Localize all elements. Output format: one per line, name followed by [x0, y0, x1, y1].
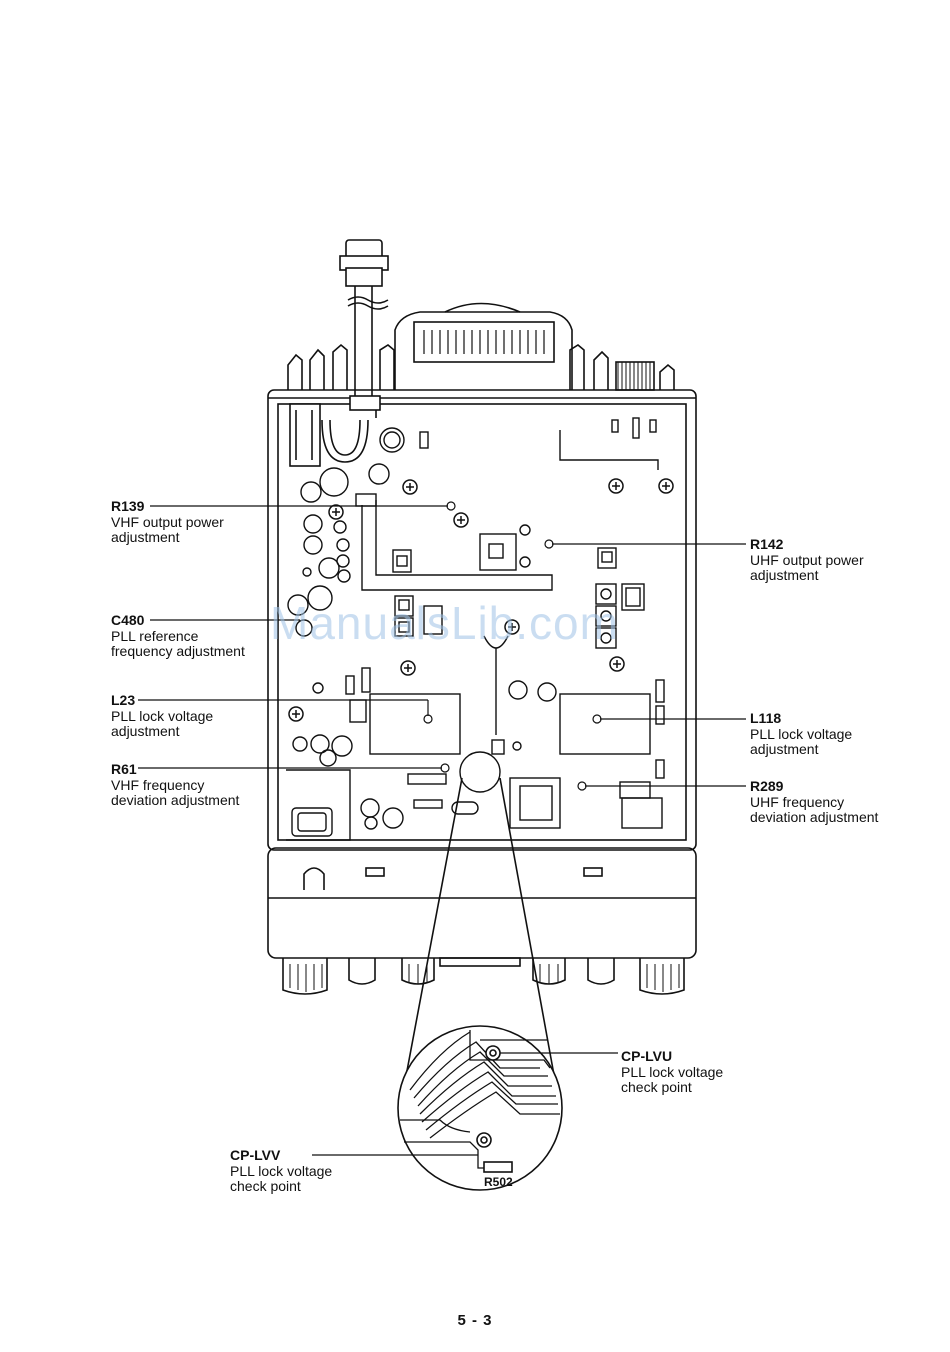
callout-r61: R61 VHF frequency deviation adjustment [111, 761, 240, 809]
callout-ref: C480 [111, 612, 145, 628]
knurled-knob [615, 361, 655, 391]
callout-ref: CP-LVU [621, 1048, 673, 1064]
callout-desc: PLL lock voltage [230, 1162, 333, 1179]
callout-desc: adjustment [111, 723, 180, 739]
callout-cp-lvu: CP-LVU PLL lock voltage check point [621, 1048, 724, 1096]
callout-l118: L118 PLL lock voltage adjustment [750, 710, 853, 758]
callout-c480: C480 PLL reference frequency adjustment [111, 612, 245, 660]
pcb-components [286, 417, 665, 841]
callout-desc: PLL lock voltage [750, 725, 853, 742]
callout-ref: R142 [750, 536, 784, 552]
callout-desc: PLL lock voltage [621, 1063, 724, 1080]
callout-desc: check point [230, 1178, 301, 1194]
callout-ref: L23 [111, 692, 136, 708]
callout-ref: R289 [750, 778, 784, 794]
callout-desc: UHF output power [750, 551, 864, 568]
front-panel [267, 847, 697, 995]
callout-ref: L118 [750, 710, 782, 726]
callout-desc: adjustment [750, 741, 819, 757]
callout-desc: PLL reference [111, 627, 199, 644]
callout-desc: deviation adjustment [750, 809, 879, 825]
page-number: 5 - 3 [457, 1312, 493, 1329]
callout-desc: UHF frequency [750, 793, 845, 810]
callout-desc: frequency adjustment [111, 643, 245, 659]
callout-ref: CP-LVV [230, 1147, 281, 1163]
callout-desc: PLL lock voltage [111, 707, 214, 724]
top-housing [394, 302, 573, 390]
mounting-screws [288, 478, 674, 722]
callout-cp-lvv: CP-LVV PLL lock voltage check point [230, 1147, 333, 1195]
callout-desc: VHF frequency [111, 776, 205, 793]
callout-r139: R139 VHF output power adjustment [111, 498, 224, 546]
callout-r142: R142 UHF output power adjustment [750, 536, 864, 584]
detail-label-r502: R502 [484, 1175, 513, 1189]
callout-desc: adjustment [111, 529, 180, 545]
main-chassis [267, 389, 697, 851]
callout-desc: VHF output power [111, 513, 224, 530]
callout-r289: R289 UHF frequency deviation adjustment [750, 778, 879, 826]
callout-desc: adjustment [750, 567, 819, 583]
callout-l23: L23 PLL lock voltage adjustment [111, 692, 214, 740]
callout-ref: R139 [111, 498, 145, 514]
callout-ref: R61 [111, 761, 137, 777]
callout-desc: check point [621, 1079, 692, 1095]
callout-desc: deviation adjustment [111, 792, 240, 808]
leader-lines [138, 501, 746, 1156]
cable-connector [339, 239, 389, 400]
heat-sink-fins [287, 343, 675, 390]
